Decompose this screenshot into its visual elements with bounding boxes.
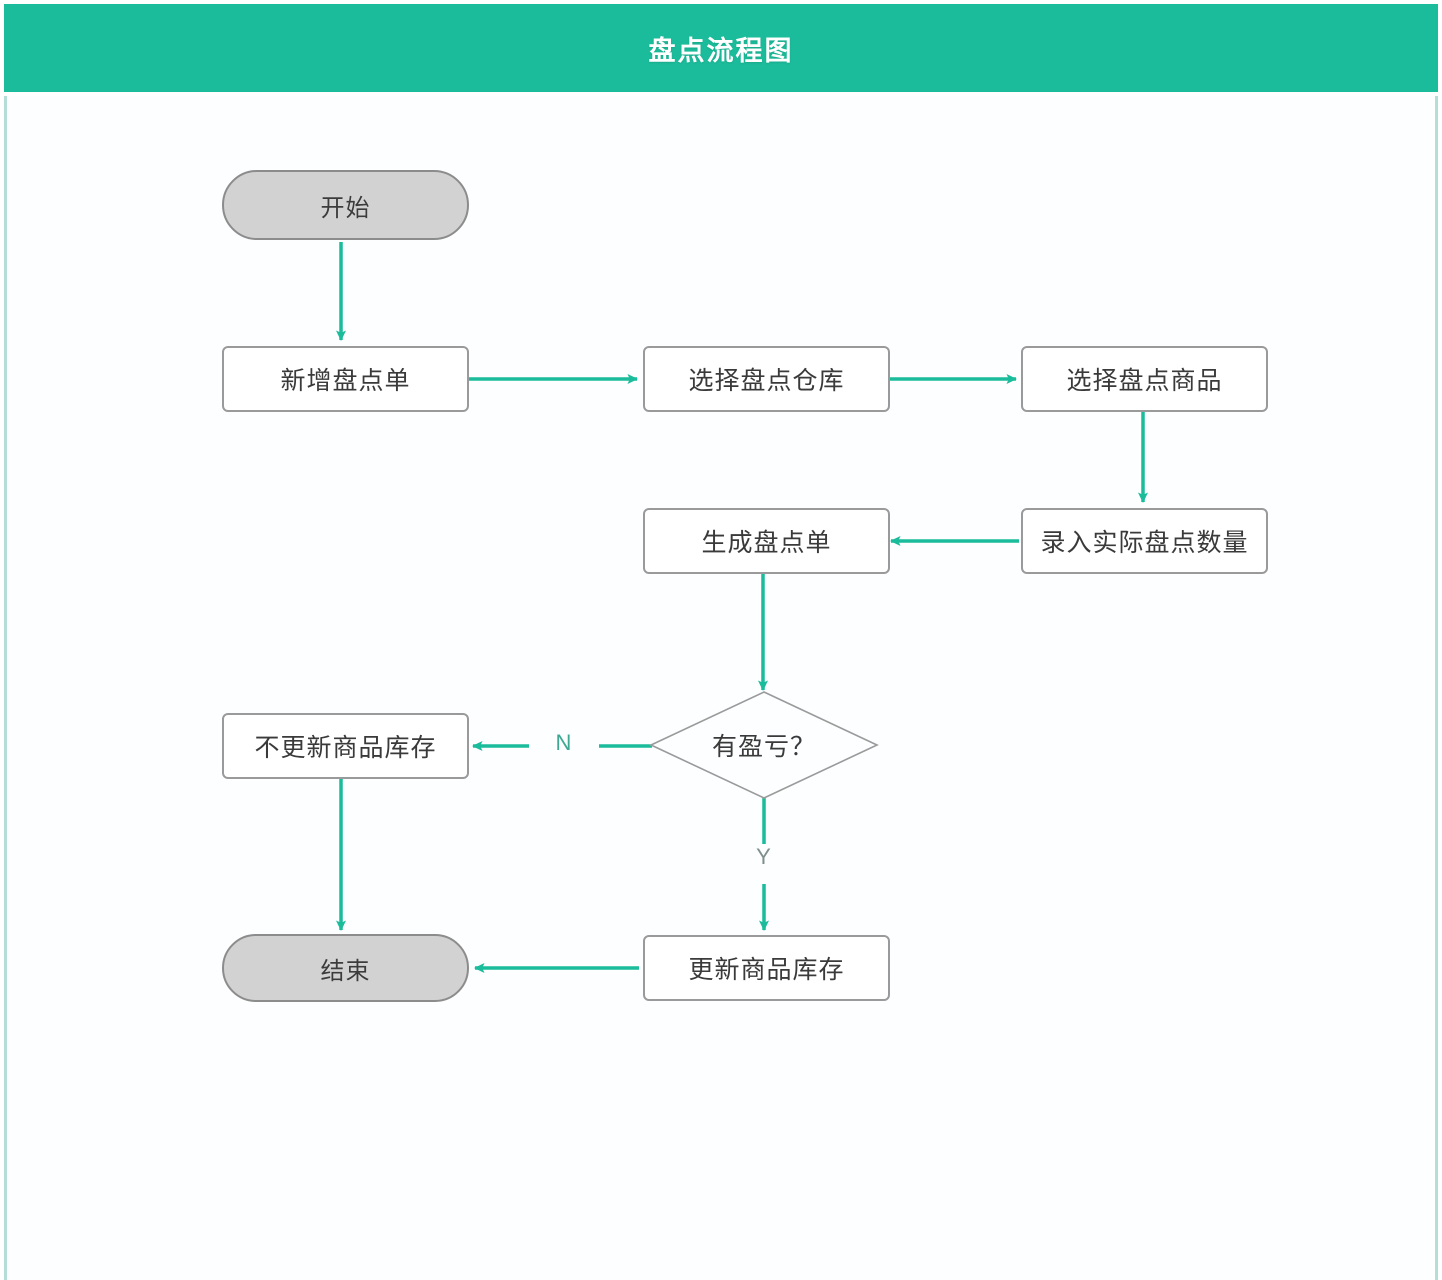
page-header: 盘点流程图 xyxy=(4,4,1438,92)
node-generate-count-order[interactable]: 生成盘点单 xyxy=(643,508,890,574)
node-enter-actual-quantity[interactable]: 录入实际盘点数量 xyxy=(1021,508,1268,574)
node-select-goods[interactable]: 选择盘点商品 xyxy=(1021,346,1268,412)
edge-label-yes: Y xyxy=(756,844,772,869)
node-new-count-order[interactable]: 新增盘点单 xyxy=(222,346,469,412)
node-start[interactable]: 开始 xyxy=(222,170,469,240)
decision-diamond-shape xyxy=(649,691,879,799)
edge-label-no: N xyxy=(555,730,573,755)
connectors-svg: 不更新商品库存 --> 更新商品库存 --> xyxy=(336,242,1148,973)
node-do-not-update-stock[interactable]: 不更新商品库存 xyxy=(222,713,469,779)
page-title: 盘点流程图 xyxy=(648,35,794,66)
decision-label: 有盈亏？ xyxy=(711,733,816,761)
connector-layer: 不更新商品库存 --> 更新商品库存 --> xyxy=(7,96,1435,1280)
flowchart-canvas: 不更新商品库存 --> 更新商品库存 --> xyxy=(4,96,1438,1280)
node-end[interactable]: 结束 xyxy=(222,934,469,1002)
node-select-warehouse[interactable]: 选择盘点仓库 xyxy=(643,346,890,412)
node-decision-has-difference[interactable]: 有盈亏？ xyxy=(651,692,877,798)
node-update-stock[interactable]: 更新商品库存 xyxy=(643,935,890,1001)
